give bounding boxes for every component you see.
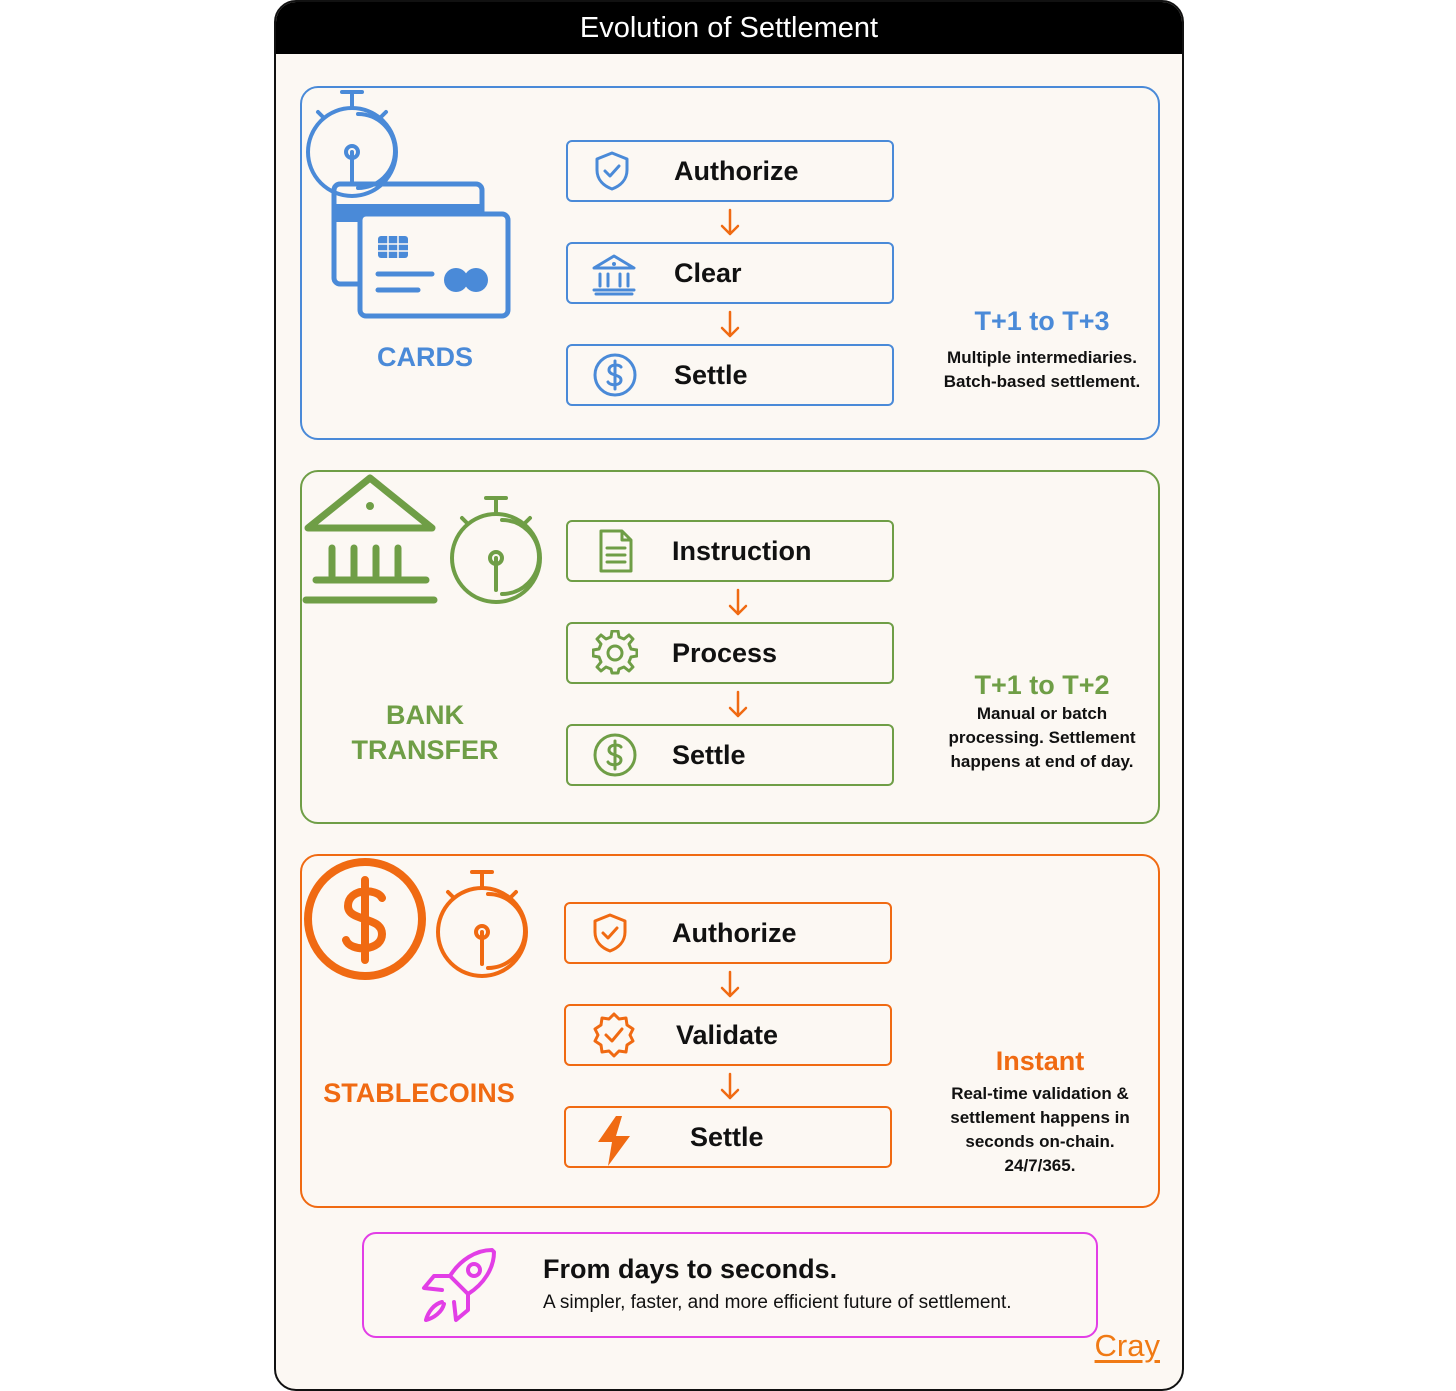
step-instruction: Instruction [566,520,894,582]
shield-check-icon [595,151,629,191]
step-label: Settle [690,1122,764,1152]
footer-subtitle: A simpler, faster, and more efficient fu… [543,1292,1012,1313]
lightning-icon [598,1116,630,1166]
step-settle: Settle [566,724,894,786]
document-icon [599,529,633,573]
step-clear: Clear [566,242,894,304]
step-label: Settle [672,740,746,770]
page-title: Evolution of Settlement [276,2,1182,54]
section-label-stablecoins: STABLECOINS [323,1078,515,1108]
gear-icon [592,630,638,675]
step-label: Instruction [672,536,812,566]
footer-title: From days to seconds. [543,1254,838,1284]
arrow-down-icon [720,310,740,338]
dollar-circle-icon [593,353,637,397]
step-validate: Validate [564,1004,892,1066]
brand-logo: Cray [1094,1328,1160,1363]
credit-cards-icon [331,181,511,319]
settlement-time: T+1 to T+2 [974,670,1110,700]
section-stablecoins: STABLECOINS Authorize Validate Sett [300,854,1160,1208]
section-description: Real-time validation & settlement happen… [950,1084,1130,1175]
step-label: Settle [674,360,748,390]
step-settle: Settle [566,344,894,406]
rocket-icon [422,1248,496,1322]
step-label: Authorize [672,918,797,948]
section-label-bank-transfer: BANK TRANSFER [351,700,499,765]
stopwatch-icon [436,870,529,978]
bank-icon [592,254,636,296]
settlement-time: Instant [995,1046,1085,1076]
section-description: Multiple intermediaries. Batch-based set… [943,348,1141,391]
infographic-frame: Evolution of Settlement CARDS [274,0,1184,1391]
step-label: Process [672,638,778,668]
section-bank-transfer: BANK TRANSFER Instruction Pro [300,470,1160,824]
settlement-time: T+1 to T+3 [974,306,1110,336]
stopwatch-icon [450,496,543,604]
step-authorize: Authorize [564,902,892,964]
step-settle: Settle [564,1106,892,1168]
dollar-circle-icon [593,733,637,777]
footer-callout: From days to seconds. A simpler, faster,… [362,1232,1098,1338]
arrow-down-icon [720,970,740,998]
section-cards: CARDS Authorize Clear [300,86,1160,440]
arrow-down-icon [720,1072,740,1100]
step-label: Clear [674,258,742,288]
section-description: Manual or batch processing. Settlement h… [948,704,1136,771]
step-label: Authorize [674,156,799,186]
step-process: Process [566,622,894,684]
arrow-down-icon [728,588,748,616]
dollar-coin-icon [304,858,426,980]
bank-building-icon [302,474,438,604]
badge-check-icon [593,1012,635,1058]
shield-check-icon [593,913,627,953]
step-authorize: Authorize [566,140,894,202]
arrow-down-icon [720,208,740,236]
section-label-cards: CARDS [376,342,473,372]
step-label: Validate [676,1020,779,1050]
arrow-down-icon [728,690,748,718]
